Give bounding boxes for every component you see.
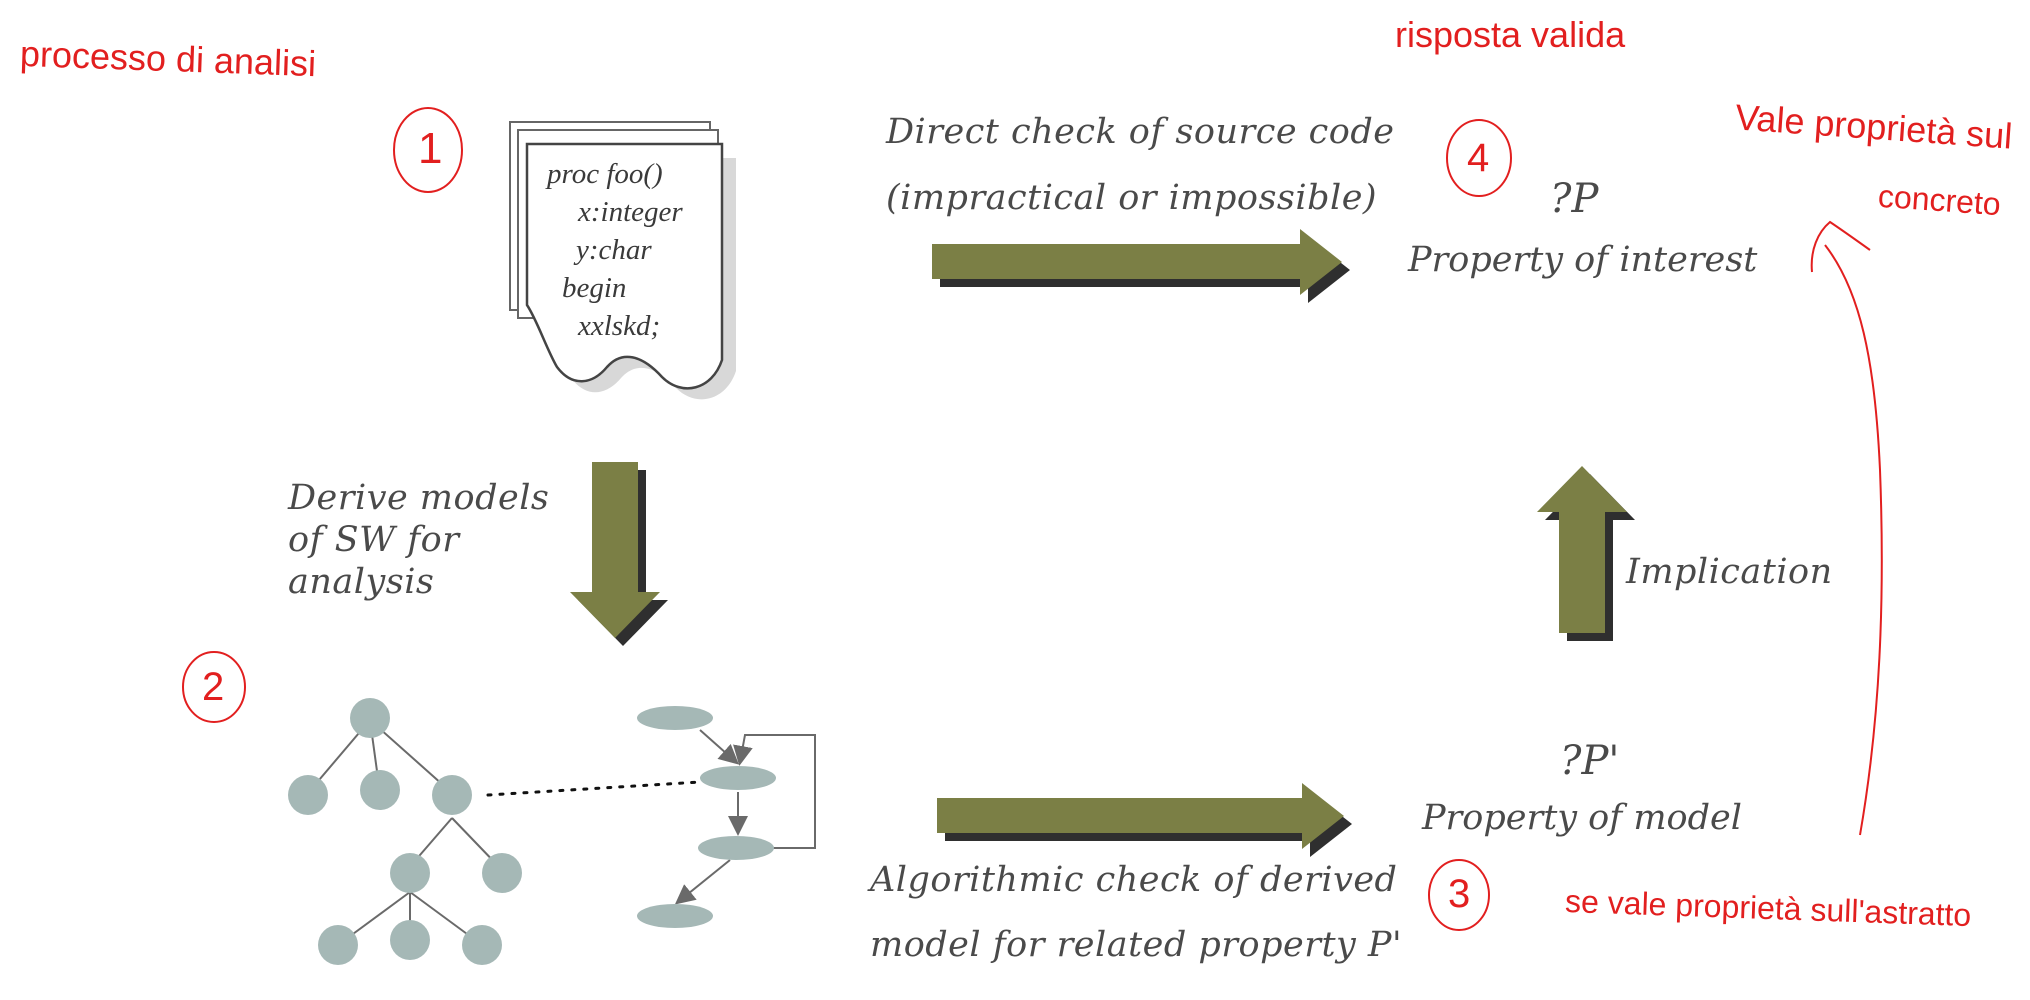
step2-number: 2 [202, 665, 225, 709]
code-line-1: proc foo() [547, 158, 663, 190]
arrow-direct-check [932, 229, 1350, 303]
annotation-risposta-valida: risposta valida [1395, 14, 1626, 55]
algorithmic-check-line1: Algorithmic check of derived [870, 860, 1398, 900]
derive-label-line2: of SW for [288, 520, 460, 560]
code-line-3: y:char [576, 234, 652, 266]
algorithmic-check-line2: model for related property P' [870, 925, 1403, 965]
red-curve-arrow [1810, 220, 1883, 836]
dotted-correspondence-line [486, 780, 702, 797]
step2-circle [182, 651, 246, 723]
property-interest-symbol: ?P [1550, 176, 1599, 222]
implication-label: Implication [1626, 552, 1833, 592]
step1-number: 1 [418, 124, 443, 173]
arrow-algorithmic-check [937, 783, 1352, 857]
step3-number: 3 [1448, 872, 1471, 916]
property-interest-label: Property of interest [1408, 240, 1758, 280]
code-line-4: begin [562, 272, 627, 304]
direct-check-label-line2: (impractical or impossible) [886, 178, 1378, 218]
tree-model [288, 698, 522, 965]
step4-circle [1446, 119, 1512, 197]
property-model-symbol: ?P' [1560, 738, 1620, 784]
step1-circle [393, 107, 463, 193]
code-line-2: x:integer [578, 196, 683, 228]
code-line-5: xxlskd; [578, 310, 661, 342]
property-model-label: Property of model [1422, 798, 1742, 838]
arrow-implication [1537, 466, 1635, 641]
derive-label-line3: analysis [288, 562, 435, 602]
step3-circle [1428, 859, 1490, 931]
derive-label-line1: Derive models [288, 478, 550, 518]
step4-number: 4 [1467, 136, 1490, 180]
direct-check-label-line1: Direct check of source code [886, 112, 1395, 152]
arrow-derive-models [570, 462, 668, 646]
flow-graph-model [637, 706, 816, 928]
source-code-document [509, 121, 736, 400]
